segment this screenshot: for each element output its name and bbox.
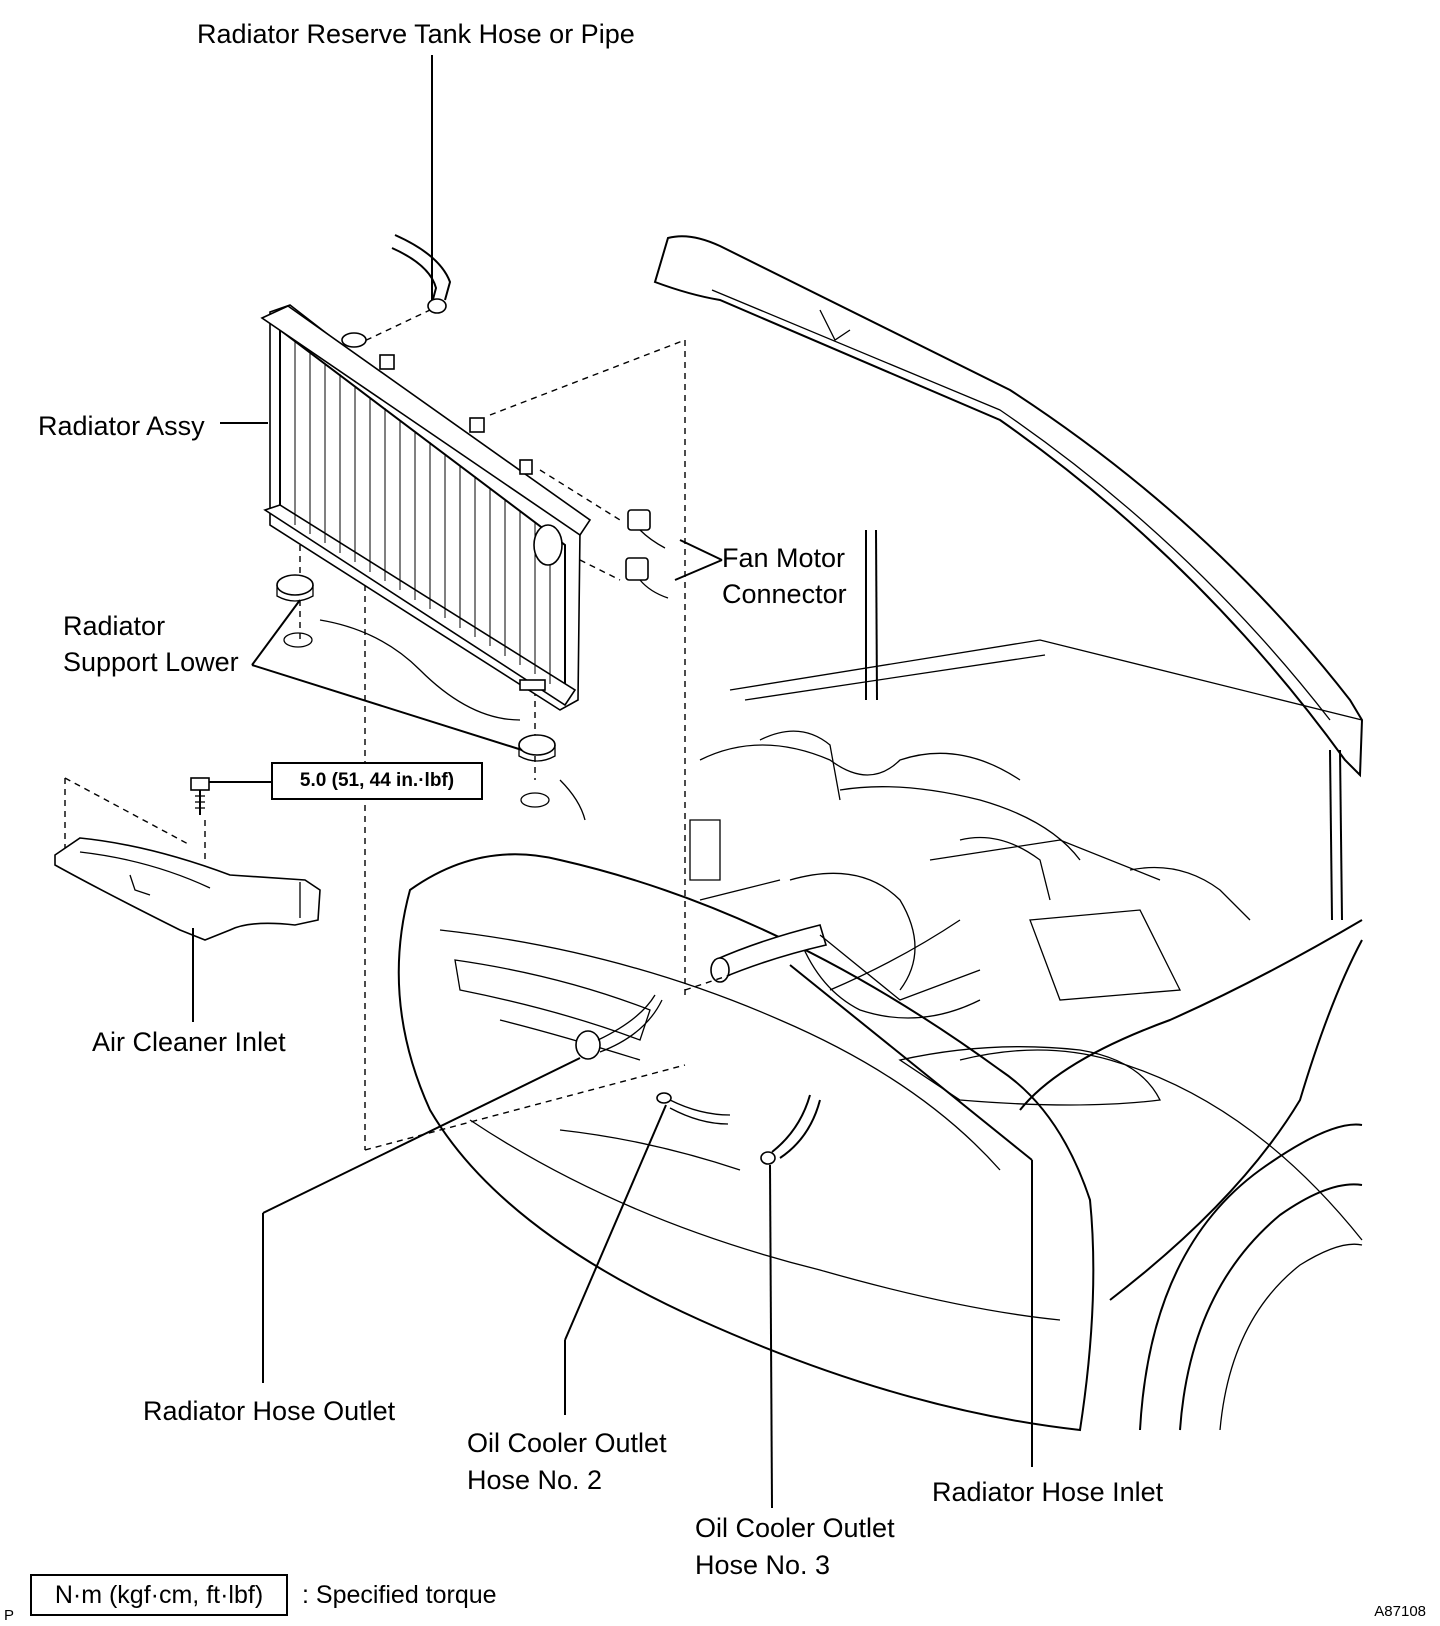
alignment-dashes: [64, 309, 731, 1151]
legend-unit-box: N·m (kgf·cm, ft·lbf): [30, 1574, 288, 1616]
car-body-drawing: [397, 235, 1364, 1432]
reserve-tank-hose-drawing: [391, 234, 452, 314]
support-lower-drawing: [276, 574, 586, 821]
fan-motor-connectors-drawing: [625, 509, 669, 599]
bolt-drawing: [190, 777, 210, 815]
label-support-lower-line1: Radiator: [63, 611, 166, 641]
label-oil-cooler-hose-3-line1: Oil Cooler Outlet: [695, 1513, 895, 1543]
label-fan-motor-line1: Fan Motor: [722, 543, 846, 573]
label-oil-cooler-hose-3-line2: Hose No. 3: [695, 1550, 831, 1580]
legend-description: : Specified torque: [302, 1581, 497, 1609]
torque-spec-box: 5.0 (51, 44 in.·lbf): [271, 762, 483, 800]
label-reserve-tank-hose: Radiator Reserve Tank Hose or Pipe: [197, 19, 635, 49]
air-cleaner-inlet-drawing: [54, 837, 321, 941]
label-fan-motor-line2: Connector: [722, 579, 847, 609]
lower-hoses-drawing: [575, 994, 821, 1165]
leader-lines: [192, 55, 1033, 1509]
label-radiator-assy: Radiator Assy: [38, 411, 205, 441]
figure-code: A87108: [1374, 1603, 1426, 1620]
label-oil-cooler-hose-2-line2: Hose No. 2: [467, 1465, 603, 1495]
label-radiator-hose-outlet: Radiator Hose Outlet: [143, 1396, 396, 1426]
label-air-cleaner-inlet: Air Cleaner Inlet: [92, 1027, 286, 1057]
label-oil-cooler-hose-2-line1: Oil Cooler Outlet: [467, 1428, 667, 1458]
corner-mark: P: [4, 1607, 15, 1624]
label-radiator-hose-inlet: Radiator Hose Inlet: [932, 1477, 1164, 1507]
label-support-lower-line2: Support Lower: [63, 647, 239, 677]
radiator-assy-drawing: [260, 304, 592, 711]
